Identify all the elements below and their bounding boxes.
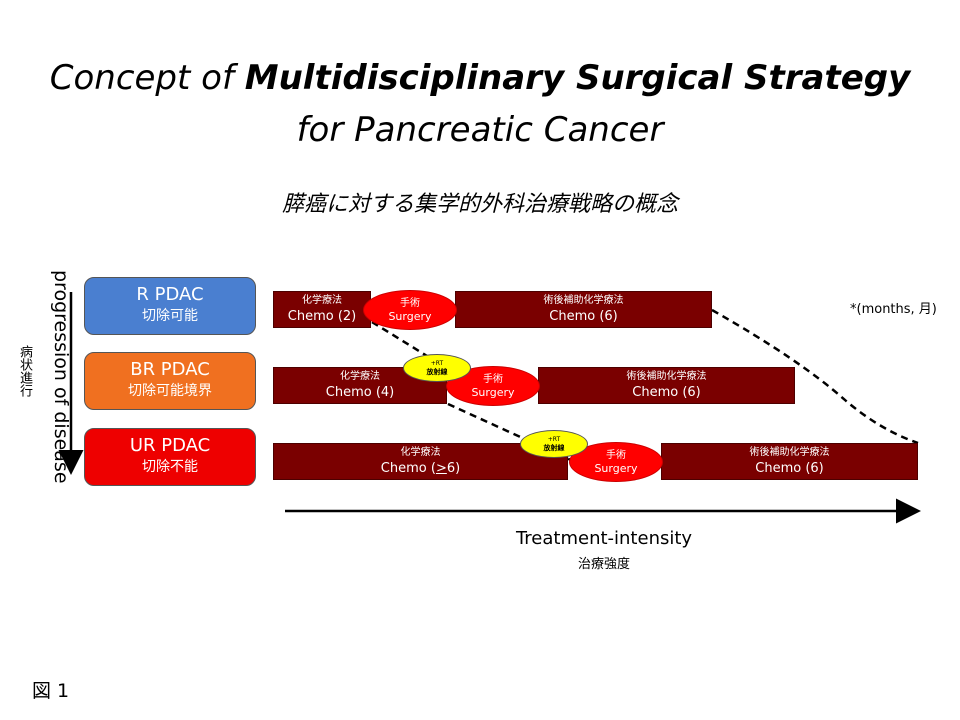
bar-label: Chemo (>6) xyxy=(380,461,461,476)
category-label-ja: 切除不能 xyxy=(142,459,198,475)
title-line-1: Concept of Multidisciplinary Surgical St… xyxy=(0,58,960,98)
rt-label-ja: 放射線 xyxy=(543,444,565,452)
bar-label-ja: 術後補助化学療法 xyxy=(543,295,624,306)
title-line-2: for Pancreatic Cancer xyxy=(296,110,664,150)
title-bold: Multidisciplinary Surgical Strategy xyxy=(244,58,911,98)
dashed-connector-curve xyxy=(711,308,919,445)
progression-label: progression of disease xyxy=(50,270,72,484)
bar-label-ja: 術後補助化学療法 xyxy=(626,371,707,382)
ge-symbol: > xyxy=(435,461,447,476)
months-note: *(months, 月) xyxy=(850,302,937,317)
title-prefix: Concept of xyxy=(49,58,245,98)
category-br-pdac: BR PDAC 切除可能境界 xyxy=(84,352,256,410)
figure-label: 図 1 xyxy=(32,680,70,702)
bar-label-ja: 化学療法 xyxy=(340,371,380,382)
x-axis-label-ja: 治療強度 xyxy=(577,557,630,572)
neoadjuvant-chemo-bar-r: 化学療法 Chemo (2) xyxy=(273,291,371,328)
surgery-label: Surgery xyxy=(388,310,432,323)
category-label: BR PDAC xyxy=(130,359,210,380)
category-label-ja: 切除可能 xyxy=(142,308,198,324)
bar-label-ja: 術後補助化学療法 xyxy=(749,447,830,458)
neoadjuvant-chemo-bar-ur: 化学療法 Chemo (>6) xyxy=(273,443,568,480)
adjuvant-chemo-bar-r: 術後補助化学療法 Chemo (6) xyxy=(455,291,712,328)
rt-label: +RT xyxy=(547,436,561,443)
radiotherapy-badge-ur: +RT 放射線 xyxy=(520,430,588,458)
surgery-label: Surgery xyxy=(471,386,515,399)
subtitle-ja: 膵癌に対する集学的外科治療戦略の概念 xyxy=(281,192,678,217)
radiotherapy-badge-br: +RT 放射線 xyxy=(403,354,471,382)
surgery-label-ja: 手術 xyxy=(606,450,626,461)
category-label: UR PDAC xyxy=(129,435,211,456)
adjuvant-chemo-bar-ur: 術後補助化学療法 Chemo (6) xyxy=(661,443,918,480)
category-ur-pdac: UR PDAC 切除不能 xyxy=(84,428,256,486)
progression-label-ja: 病状進行 xyxy=(17,345,32,397)
surgery-label-ja: 手術 xyxy=(483,374,503,385)
category-label: R PDAC xyxy=(136,284,204,305)
bar-label: Chemo (6) xyxy=(632,385,701,400)
bar-label: Chemo (4) xyxy=(325,385,395,400)
surgery-ellipse-r: 手術 Surgery xyxy=(363,290,457,330)
x-axis-label: Treatment-intensity xyxy=(515,528,693,549)
category-label-ja: 切除可能境界 xyxy=(128,383,212,399)
bar-label: Chemo (2) xyxy=(287,309,357,324)
rt-label-ja: 放射線 xyxy=(426,368,448,376)
category-r-pdac: R PDAC 切除可能 xyxy=(84,277,256,335)
adjuvant-chemo-bar-br: 術後補助化学療法 Chemo (6) xyxy=(538,367,795,404)
bar-label: Chemo (6) xyxy=(755,461,824,476)
bar-label-ja: 化学療法 xyxy=(302,295,342,306)
surgery-label: Surgery xyxy=(594,462,638,475)
rt-label: +RT xyxy=(430,360,444,367)
bar-label: Chemo (6) xyxy=(549,309,618,324)
surgery-label-ja: 手術 xyxy=(400,298,420,309)
bar-label-ja: 化学療法 xyxy=(400,447,441,458)
